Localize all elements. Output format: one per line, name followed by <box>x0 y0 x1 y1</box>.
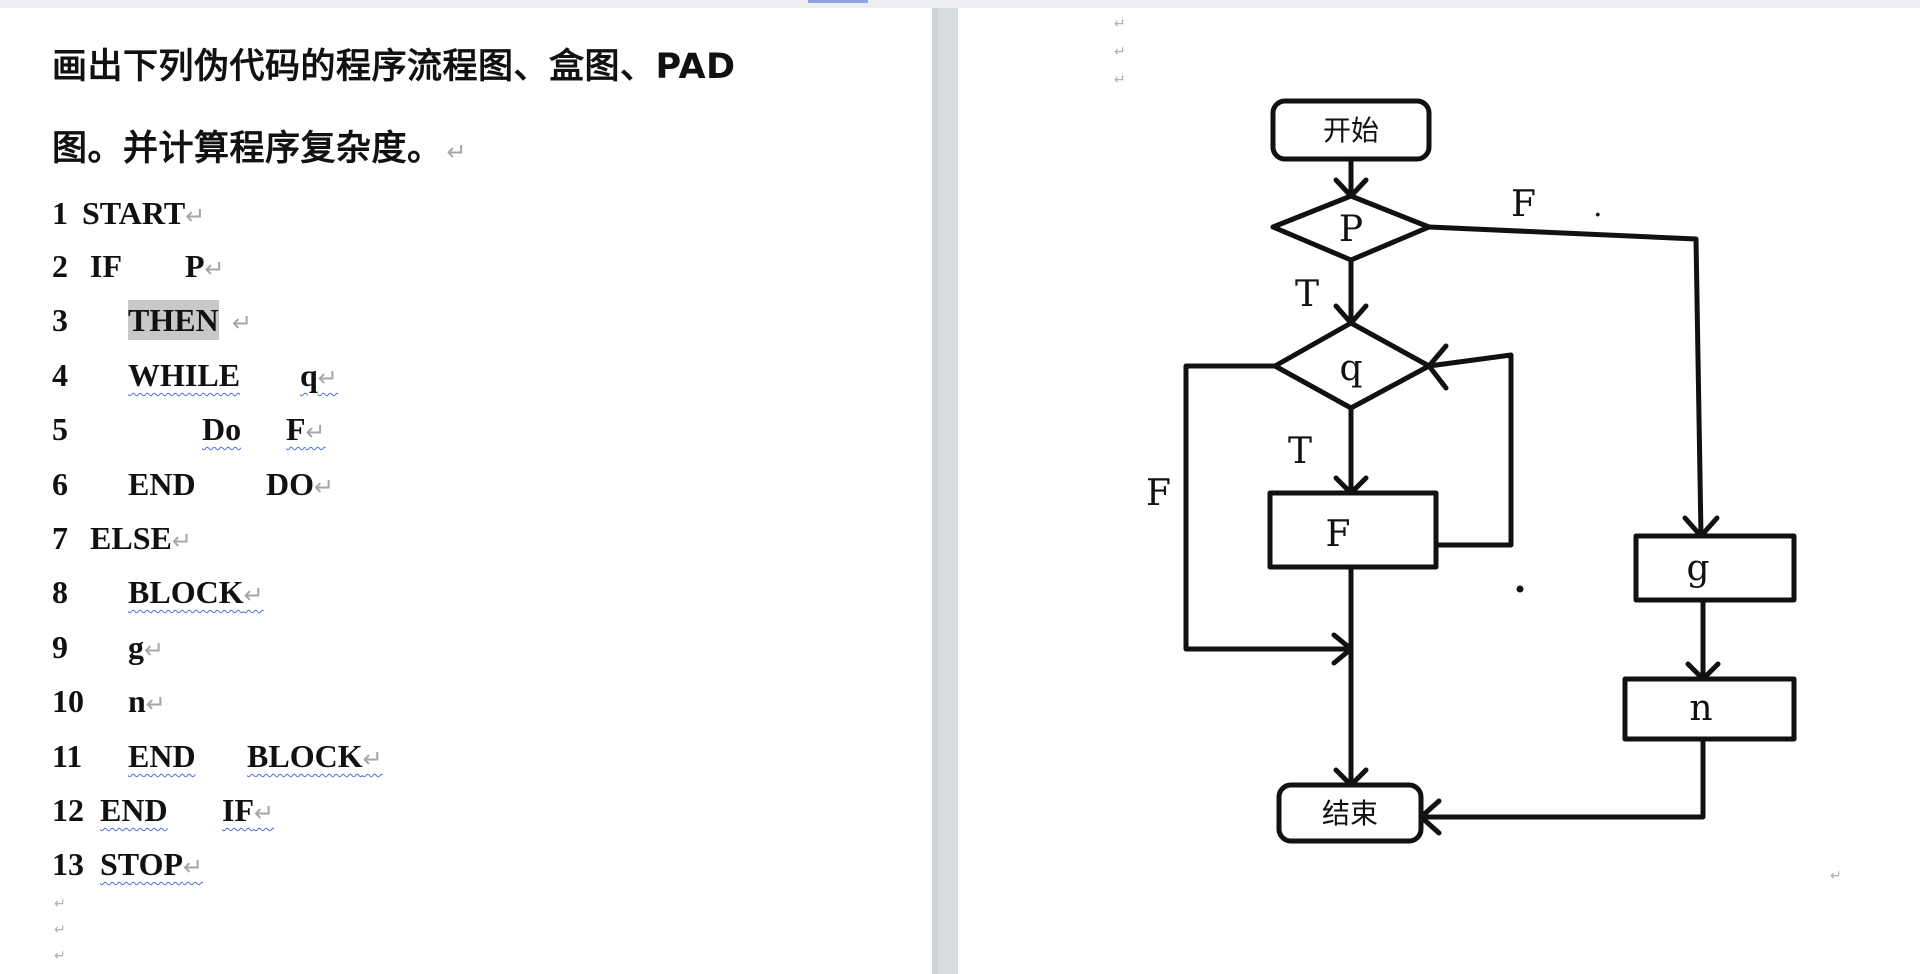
process-box-g <box>1633 533 1797 603</box>
line-number: 7 <box>52 520 68 556</box>
page-gutter <box>932 8 958 974</box>
edge-loop-back <box>1426 352 1514 548</box>
line-number: 10 <box>52 683 84 719</box>
line-number: 13 <box>52 846 84 882</box>
flowchart-diagram: 开始 P q F g n 结束 T F . T F <box>1146 98 1797 844</box>
process-box-f <box>1267 490 1439 570</box>
code-keyword: ELSE↵ <box>90 520 192 556</box>
process-box-n <box>1622 676 1797 742</box>
line-number: 3 <box>52 302 68 338</box>
document-page-left[interactable]: 画出下列伪代码的程序流程图、盒图、PAD 图。并计算程序复杂度。↵ 1 STAR… <box>0 8 932 974</box>
code-operand: P↵ <box>185 248 225 284</box>
code-keyword: END <box>128 466 196 502</box>
line-number: 9 <box>52 629 68 665</box>
p-true-label: T <box>1295 274 1319 315</box>
empty-paragraph-mark: ↵ <box>54 922 66 938</box>
code-keyword: WHILE <box>128 357 241 393</box>
code-operand: F↵ <box>286 411 326 447</box>
code-keyword: DO↵ <box>266 466 335 502</box>
end-label: 结束 <box>1322 797 1378 830</box>
empty-paragraph-mark: ↵ <box>1830 868 1842 884</box>
code-keyword: BLOCK↵ <box>128 574 264 610</box>
p-false-label: F <box>1511 184 1536 225</box>
line-number: 11 <box>52 738 83 774</box>
code-keyword: IF <box>90 248 122 284</box>
edge-n-to-end <box>1418 736 1706 820</box>
window-top-strip <box>0 0 1920 8</box>
line-number: 2 <box>52 248 68 284</box>
active-tab-indicator <box>808 0 868 3</box>
code-keyword: BLOCK↵ <box>247 738 383 774</box>
line-number: 5 <box>52 411 68 447</box>
code-keyword: Do <box>202 411 242 447</box>
end-terminal <box>1276 782 1424 844</box>
code-keyword: IF↵ <box>222 792 275 828</box>
stray-dot: . <box>1593 189 1603 224</box>
question-title-line-2: 图。并计算程序复杂度。↵ <box>52 129 468 169</box>
q-false-label: F <box>1146 473 1171 514</box>
empty-paragraph-mark: ↵ <box>1114 44 1126 60</box>
empty-paragraph-mark: ↵ <box>54 948 66 964</box>
box-n-label: n <box>1689 688 1712 729</box>
line-number: 6 <box>52 466 68 502</box>
code-keyword: END <box>128 738 196 774</box>
decision-p-label: P <box>1339 209 1363 250</box>
empty-paragraph-mark: ↵ <box>1114 16 1126 32</box>
code-operand: n↵ <box>128 683 166 719</box>
line-number: 1 <box>52 195 68 231</box>
question-title-line-1: 画出下列伪代码的程序流程图、盒图、PAD <box>52 47 736 87</box>
edge-q-false <box>1183 363 1354 652</box>
empty-paragraph-mark: ↵ <box>54 896 66 912</box>
edge-p-false <box>1426 224 1704 539</box>
code-operand: q↵ <box>300 357 338 393</box>
line-number: 12 <box>52 792 84 828</box>
document-page-right[interactable]: ↵ ↵ ↵ ↵ <box>958 8 1920 974</box>
q-true-label: T <box>1288 431 1312 472</box>
line-number: 8 <box>52 574 68 610</box>
box-g-label: g <box>1686 548 1709 589</box>
start-label: 开始 <box>1323 114 1379 147</box>
box-f-label: F <box>1326 514 1351 555</box>
code-keyword: START↵ <box>82 195 206 231</box>
code-operand: g↵ <box>128 629 165 665</box>
stray-dot-mark <box>1516 585 1524 593</box>
code-keyword: END <box>100 792 168 828</box>
code-keyword: STOP↵ <box>100 846 204 882</box>
decision-q-label: q <box>1339 348 1362 389</box>
code-keyword-selected: THEN <box>128 300 219 340</box>
empty-paragraph-mark: ↵ <box>1114 72 1126 88</box>
paragraph-mark-icon: ↵ <box>446 138 468 166</box>
line-number: 4 <box>52 357 68 393</box>
